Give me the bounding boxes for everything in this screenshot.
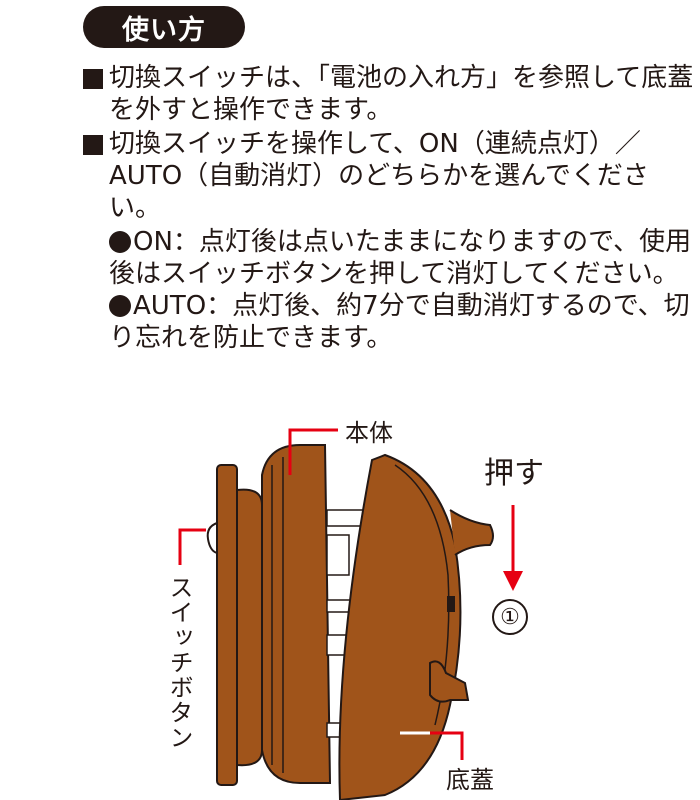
device-figure: 本体 押す ① スイッチボタン 底蓋: [0, 405, 700, 800]
label-body: 本体: [345, 419, 393, 447]
base-cover: [338, 453, 462, 800]
switch-leader-line: [178, 528, 206, 565]
section-title: 使い方: [83, 6, 245, 48]
switch-button-icon: [206, 521, 218, 555]
circle-bullet-icon: [109, 295, 131, 317]
instruction-item-1-text: 切換スイッチは、「電池の入れ方」を参照して底蓋を外すと操作できます。: [109, 63, 694, 125]
on-note-text: ON：点灯後は点いたままになりますので、使用後はスイッチボタンを押して消灯してく…: [109, 227, 692, 289]
label-base-cover: 底蓋: [446, 766, 494, 794]
label-press: 押す: [484, 456, 544, 491]
label-switch-button: スイッチボタン: [165, 575, 193, 750]
square-bullet-icon: [83, 69, 103, 89]
instruction-item-2-text: 切換スイッチを操作して、ON（連続点灯）／AUTO（自動消灯）のどちらかを選んで…: [109, 129, 649, 223]
instruction-item-1: 切換スイッチは、「電池の入れ方」を参照して底蓋を外すと操作できます。: [83, 62, 695, 126]
device-illustration: [178, 428, 523, 800]
cover-knob: [429, 660, 470, 703]
instruction-item-2: 切換スイッチを操作して、ON（連続点灯）／AUTO（自動消灯）のどちらかを選んで…: [83, 128, 695, 224]
square-bullet-icon: [83, 135, 103, 155]
auto-note-text: AUTO：点灯後、約7分で自動消灯するので、切り忘れを防止できます。: [109, 291, 690, 353]
circle-bullet-icon: [109, 231, 131, 253]
press-arrow-icon: [503, 571, 523, 591]
back-plate: [216, 464, 238, 786]
on-note: ON：点灯後は点いたままになりますので、使用後はスイッチボタンを押して消灯してく…: [83, 226, 695, 290]
instructions-list: 切換スイッチは、「電池の入れ方」を参照して底蓋を外すと操作できます。 切換スイッ…: [83, 62, 695, 354]
main-body: [261, 444, 332, 784]
cover-handle: [449, 509, 494, 556]
auto-note: AUTO：点灯後、約7分で自動消灯するので、切り忘れを防止できます。: [83, 290, 695, 354]
rim-ring: [236, 488, 263, 767]
label-step: ①: [492, 599, 528, 635]
section-title-text: 使い方: [122, 14, 206, 46]
body-leader-line: [288, 428, 338, 475]
